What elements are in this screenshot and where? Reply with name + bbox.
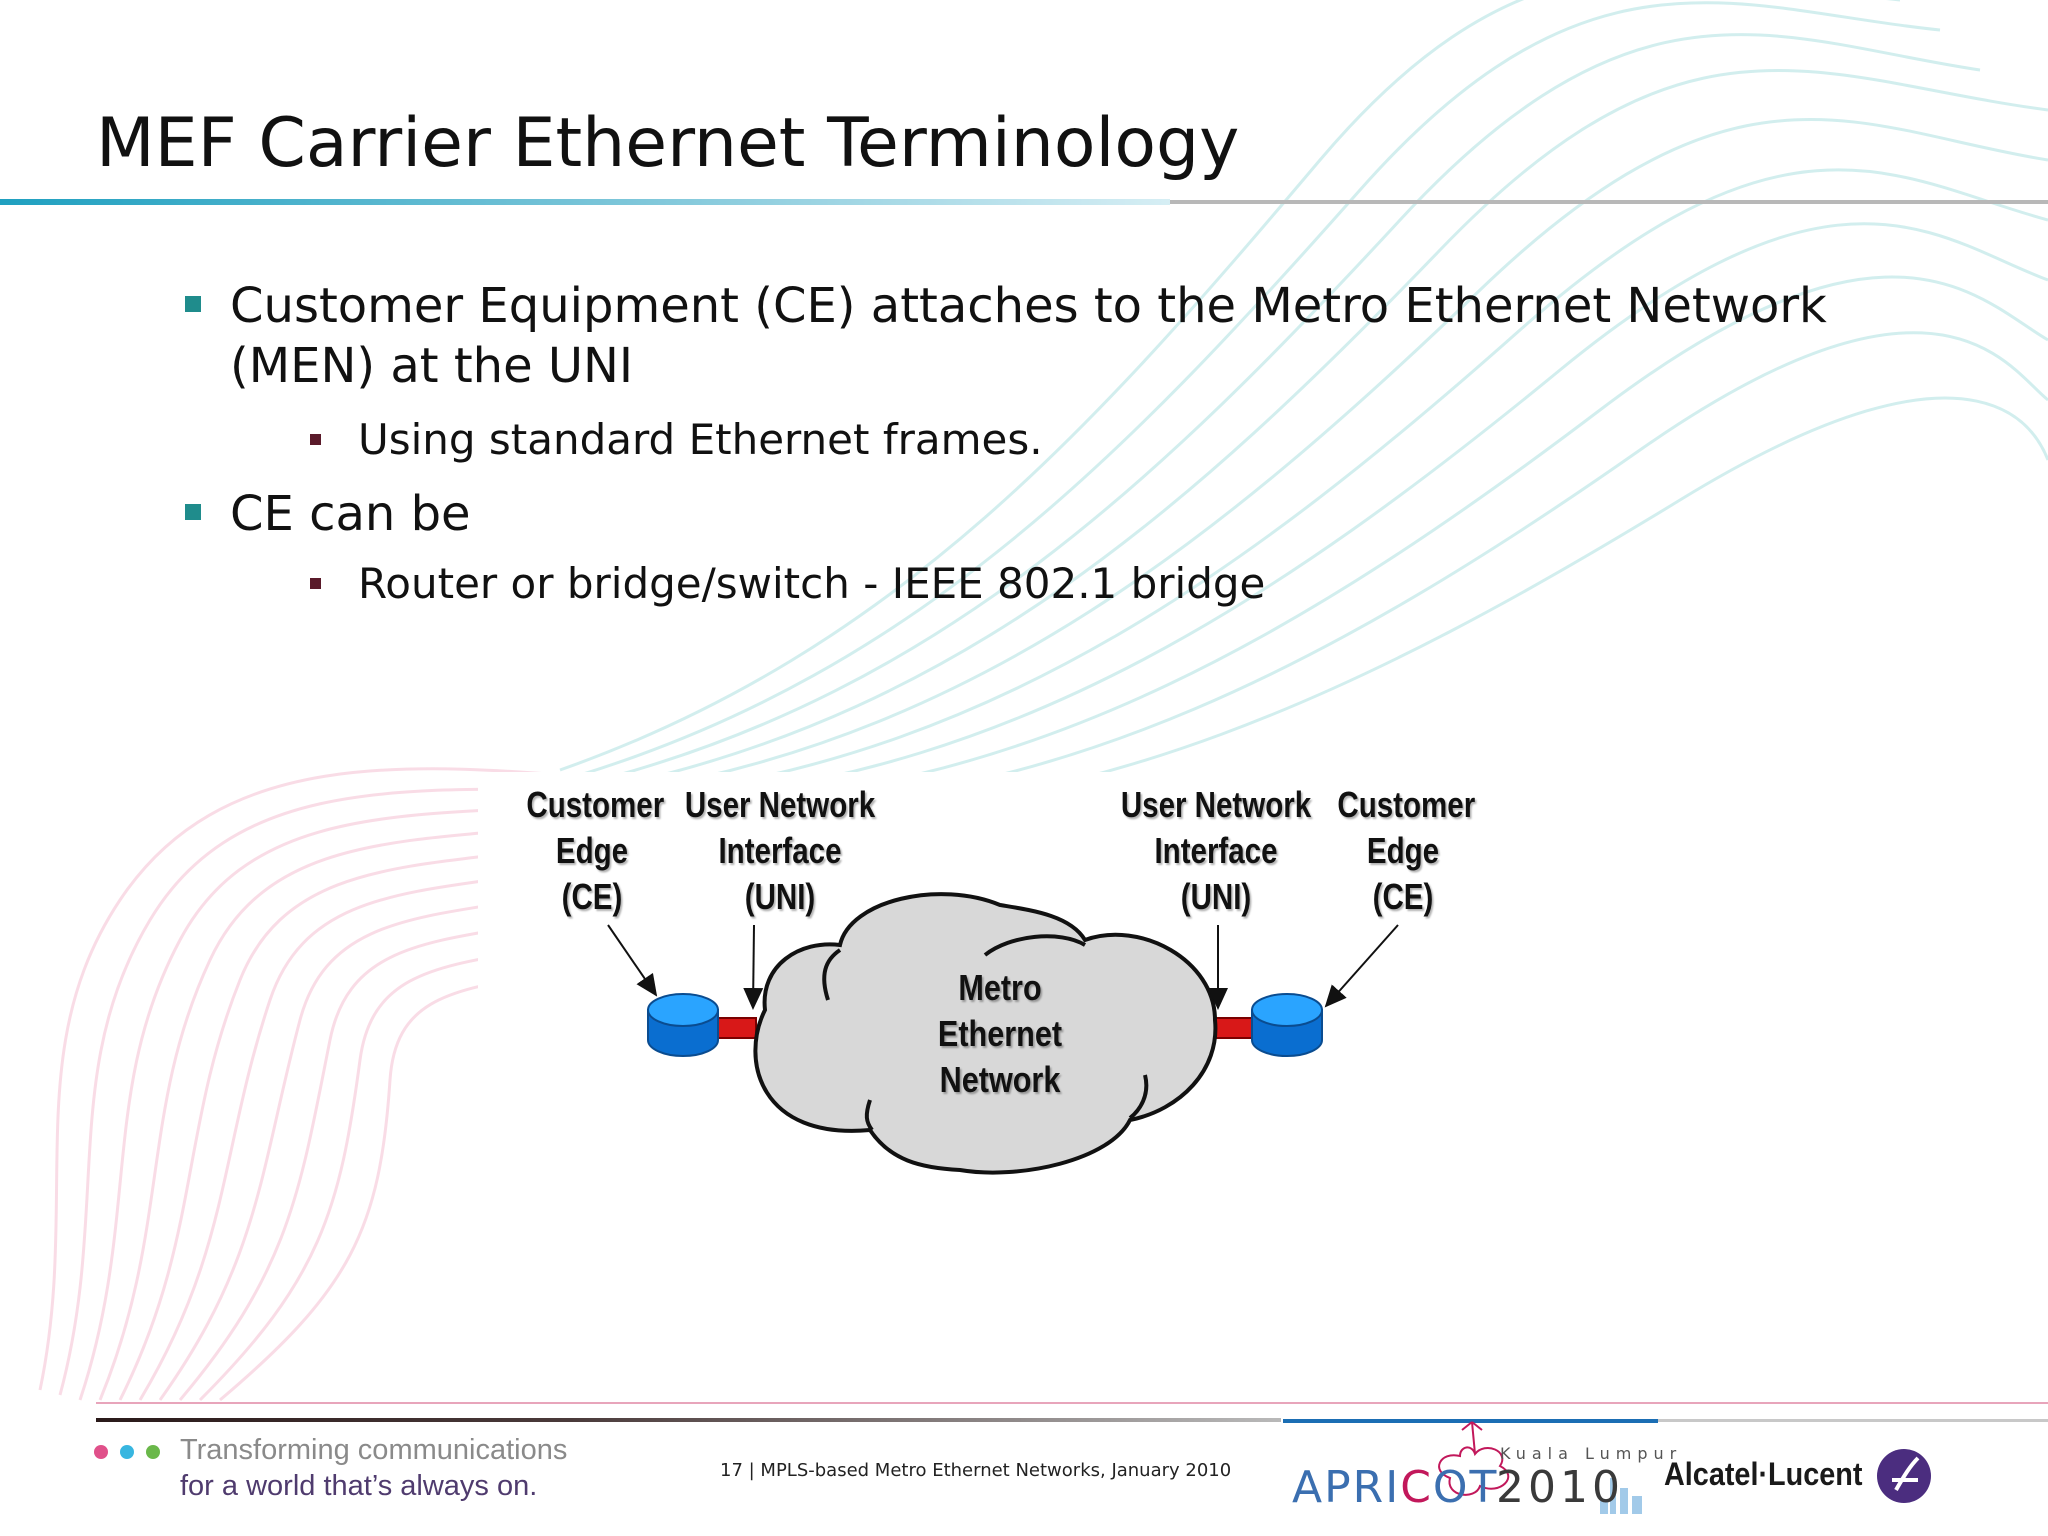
label-left-uni: User Network Interface (UNI) [682, 782, 879, 920]
arrow-right-ce [1324, 924, 1399, 1008]
label-line: (UNI) [744, 876, 816, 917]
slide-title: MEF Carrier Ethernet Terminology [96, 104, 1240, 183]
metro-ethernet-cloud [753, 892, 1218, 1175]
label-line: Interface [1154, 830, 1278, 871]
label-cloud: Metro Ethernet Network [915, 965, 1085, 1103]
label-line: Metro [958, 967, 1042, 1008]
label-line: Network [939, 1059, 1061, 1100]
footer-rule-grey [1658, 1419, 2048, 1422]
event-name: APRICOT [1292, 1462, 1498, 1513]
event-city: Kuala Lumpur [1500, 1444, 1683, 1463]
label-line: Customer [1337, 784, 1476, 825]
sub-bullet-marker [310, 434, 321, 445]
bullet-1-line-1: Customer Equipment (CE) attaches to the … [230, 278, 1827, 334]
event-year: 2010 [1496, 1462, 1624, 1513]
label-right-uni: User Network Interface (UNI) [1118, 782, 1315, 920]
arrow-left-ce [607, 924, 658, 997]
footer-rule-pink [96, 1402, 2048, 1404]
tagline-line-2: for a world that’s always on. [180, 1470, 538, 1502]
label-line: User Network [684, 784, 876, 825]
apricot-logo-art [1438, 1421, 1642, 1514]
label-line: Edge [555, 830, 629, 871]
bullet-1-line-2: (MEN) at the UNI [230, 338, 634, 394]
dot-icon [94, 1445, 108, 1459]
sub-bullet-marker [310, 578, 321, 589]
page-info: 17 | MPLS-based Metro Ethernet Networks,… [720, 1460, 1232, 1481]
bullet-marker [185, 296, 201, 312]
label-line: Interface [718, 830, 842, 871]
label-line: Customer [526, 784, 665, 825]
brand-name: Alcatel·Lucent [1664, 1456, 1863, 1492]
right-ce-router [1251, 993, 1323, 1057]
label-line: (CE) [1372, 876, 1434, 917]
left-ce-router [647, 993, 719, 1057]
label-left-ce: Customer Edge (CE) [526, 782, 665, 920]
tagline-line-1: Transforming communications [180, 1434, 568, 1466]
label-line: Ethernet [937, 1013, 1063, 1054]
label-line: User Network [1120, 784, 1312, 825]
event-name-part: APRI [1292, 1462, 1401, 1513]
bullet-marker [185, 504, 201, 520]
footer-rule [96, 1418, 1281, 1422]
sub-bullet-2: Router or bridge/switch - IEEE 802.1 bri… [358, 559, 1266, 608]
bullet-2: CE can be [230, 486, 471, 542]
alcatel-lucent-logo-icon [1877, 1449, 1931, 1503]
dot-icon [146, 1445, 160, 1459]
title-rule-grey [1170, 200, 2048, 204]
left-uni-link [715, 1017, 757, 1039]
arrow-left-uni [743, 924, 764, 1010]
event-name-part: C [1400, 1462, 1433, 1513]
label-line: (CE) [561, 876, 623, 917]
footer-rule-blue [1283, 1419, 1658, 1423]
sub-bullet-1: Using standard Ethernet frames. [358, 415, 1043, 464]
label-right-ce: Customer Edge (CE) [1337, 782, 1476, 920]
label-line: (UNI) [1180, 876, 1252, 917]
title-underline [0, 199, 1170, 205]
right-uni-link [1211, 1017, 1257, 1039]
label-line: Edge [1366, 830, 1440, 871]
dot-icon [120, 1445, 134, 1459]
event-name-part: OT [1432, 1462, 1499, 1513]
